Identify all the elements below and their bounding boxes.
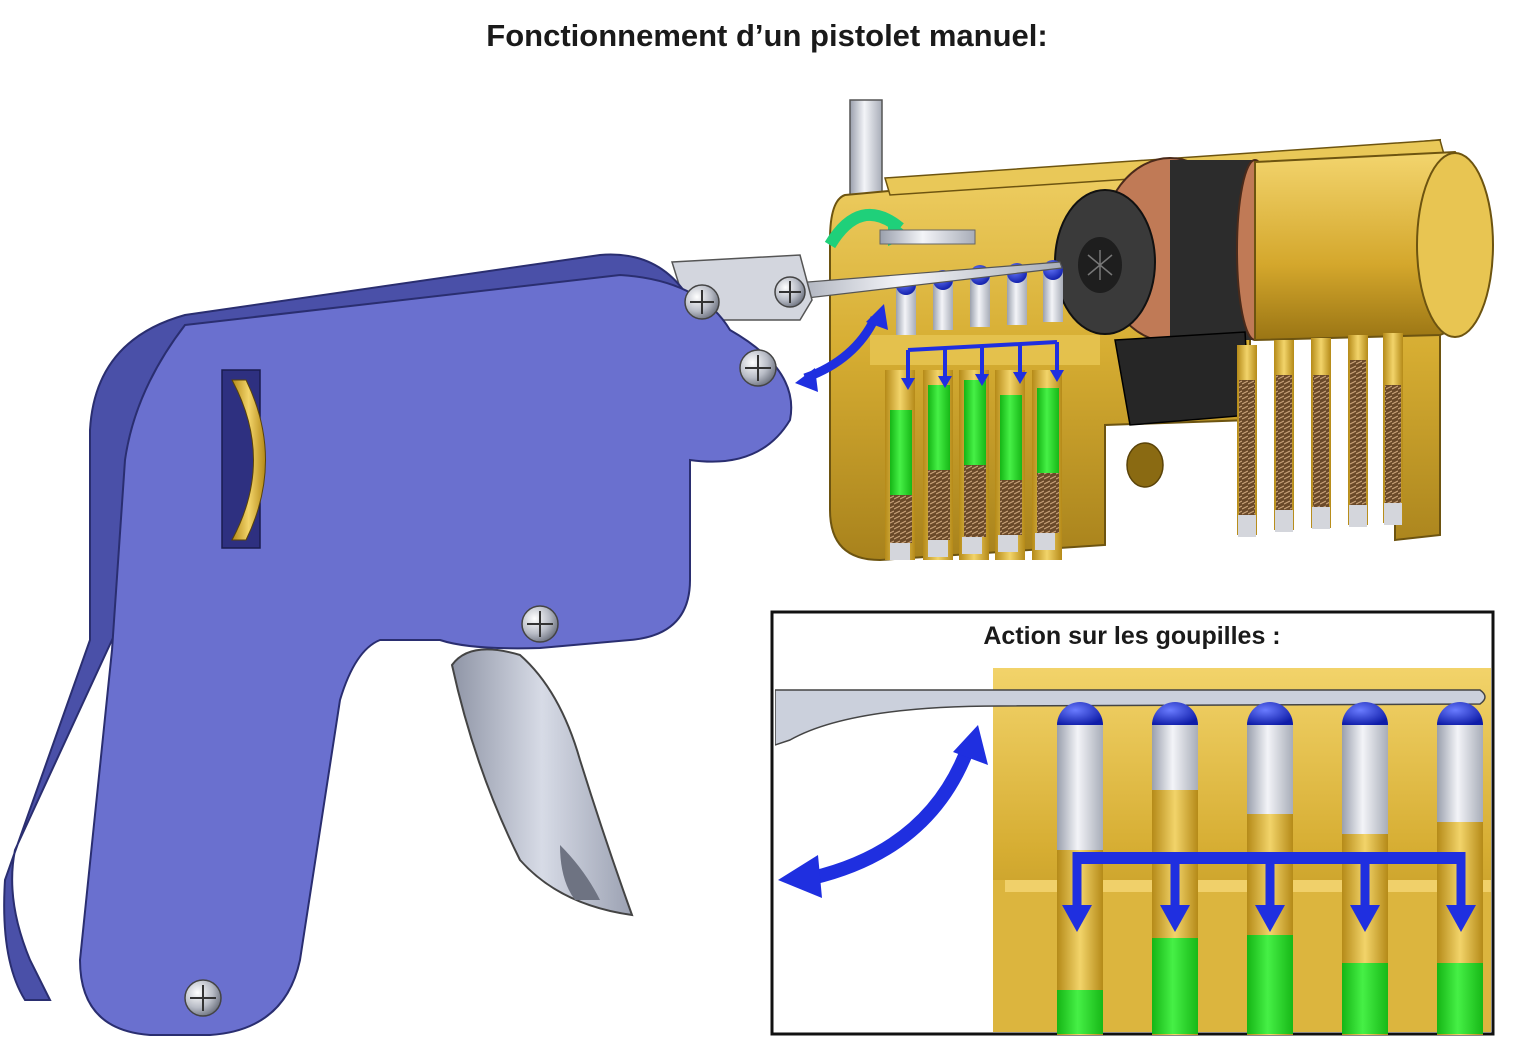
page-title: Fonctionnement d’un pistolet manuel: (486, 18, 1048, 53)
pin-push-arrow-icon (906, 340, 1059, 380)
left-pin-stacks (885, 370, 1062, 560)
screw-icon (684, 284, 720, 320)
screw-icon (521, 605, 559, 643)
lock-cylinder (824, 99, 1494, 562)
curved-double-arrow-icon (795, 304, 888, 392)
pin-stack (995, 370, 1025, 560)
inset-title: Action sur les goupilles : (983, 622, 1281, 650)
trigger (450, 648, 634, 917)
screw-icon (774, 276, 806, 308)
inset-pin-stack (1057, 702, 1103, 1035)
screw-icon (184, 979, 222, 1017)
curved-double-arrow-icon (778, 725, 988, 898)
pin-stack (885, 370, 915, 560)
screw-icon (739, 349, 777, 387)
right-pin-stacks (1237, 333, 1403, 537)
gun-body (78, 273, 793, 1036)
pin-push-arrow-icon (1062, 852, 1476, 932)
inset-panel (770, 610, 1495, 1036)
pick-gun (3, 253, 1063, 1036)
pin-stack (923, 370, 953, 560)
gear-wheel (231, 379, 266, 541)
pin-stack (959, 370, 989, 560)
pin-stack (1032, 370, 1062, 560)
